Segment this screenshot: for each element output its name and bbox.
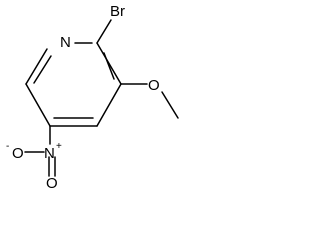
bond-c5-c6 (25, 83, 51, 127)
bond-c6-n1 (25, 48, 48, 85)
bond-c2-c3-inner (103, 52, 115, 80)
bond-c2-c3 (96, 42, 122, 85)
bond-o-ch3 (161, 91, 179, 119)
nitro-oxygen-bottom-label: O (46, 175, 58, 189)
nitro-nitrogen-label: N (44, 145, 55, 162)
bromine-label: Br (110, 3, 125, 20)
ring-nitrogen-label: N (60, 34, 71, 51)
bond-c6-n1-inner (33, 55, 52, 84)
methoxy-oxygen-label: O (148, 77, 160, 94)
nitro-oxygen-charge: - (6, 141, 9, 152)
nitro-oxygen-top-label: O (12, 145, 24, 162)
structure-canvas: N Br O N + O - O (0, 0, 195, 189)
bond-c3-c4 (96, 83, 122, 127)
nitro-nitrogen-charge: + (56, 141, 62, 152)
bond-c2-br (96, 19, 112, 44)
molecule-drawing: N Br O N + O - O (6, 3, 179, 189)
